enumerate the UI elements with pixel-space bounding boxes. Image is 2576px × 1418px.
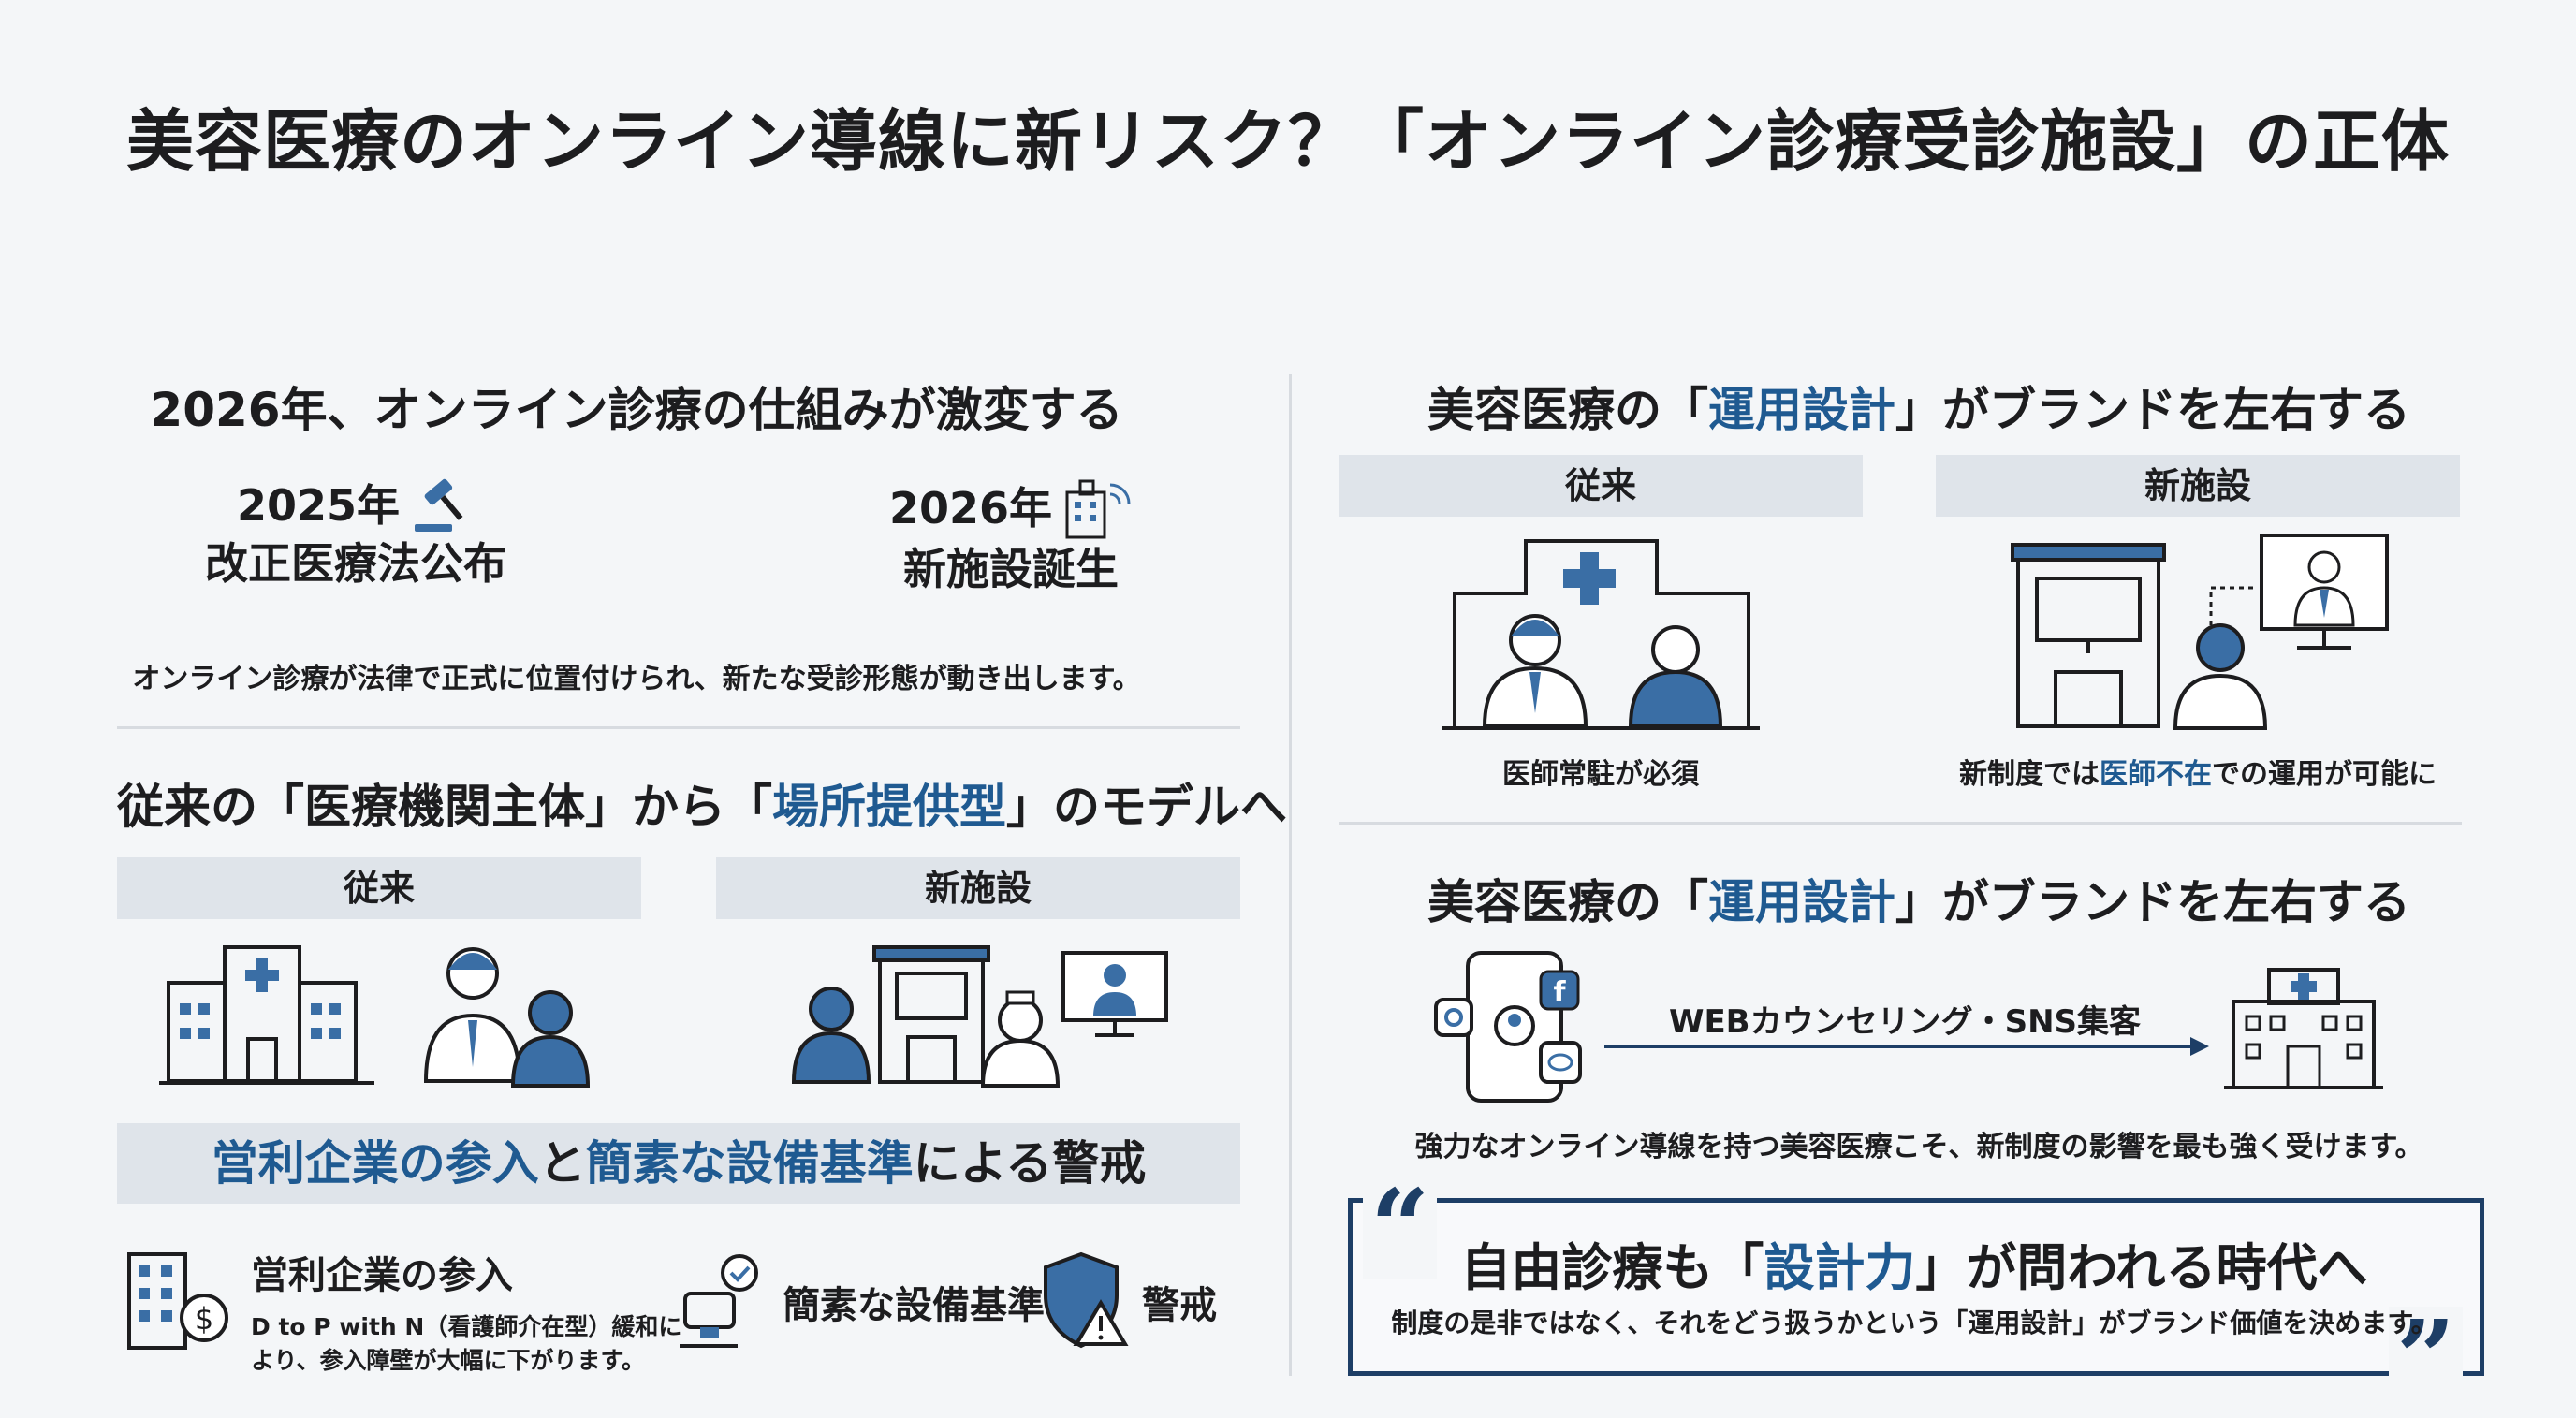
heading-text: 」のモデルへ [1006, 780, 1287, 834]
facility-icon [2011, 543, 2166, 728]
heading-text: 」がブランドを左右する [1895, 383, 2410, 437]
warning-bar: 営利企業の参入と簡素な設備基準による警戒 [117, 1123, 1240, 1204]
old-model-label: 従来 [1339, 455, 1863, 517]
close-quote-mark: ” [2389, 1307, 2464, 1410]
flow-label: WEBカウンセリング・SNS集客 [1668, 1003, 2142, 1041]
milestone-label: 新施設誕生 [903, 544, 1119, 594]
patient-icon [791, 987, 871, 1084]
clinic-doctor-illustration [1442, 539, 1760, 730]
caption-text: での運用が可能に [2212, 758, 2437, 791]
milestone-2025: 2025年 改正医療法公布 [187, 475, 524, 592]
new-model-caption: 新制度では医師不在での運用が可能に [1936, 751, 2460, 792]
caption-text: 新制度では [1959, 758, 2100, 791]
quote-glyph: “ [1370, 1166, 1430, 1287]
heading-text: 従来の「医療機関主体」から「 [117, 780, 772, 834]
facility-nodoctor-illustration [2011, 534, 2389, 730]
milestone-year: 2026年 [888, 483, 1053, 534]
nurse-icon [980, 990, 1061, 1088]
quote-glyph: ” [2396, 1297, 2456, 1418]
section-divider [1339, 822, 2462, 825]
warning-accent: 営利企業の参入 [211, 1136, 539, 1191]
warning-item-title: 営利企業の参入 [251, 1254, 513, 1297]
warning-item-caution: 警戒 [1142, 1284, 1217, 1327]
heading-accent: 運用設計 [1708, 875, 1895, 929]
warning-item-equipment: 簡素な設備基準 [783, 1284, 1045, 1327]
model-heading: 従来の「医療機関主体」から「場所提供型」のモデルへ [117, 769, 1287, 837]
caption-accent: 医師不在 [2100, 758, 2212, 791]
headline-accent: 設計力 [1764, 1238, 1916, 1297]
doctor-icon [1482, 614, 1588, 728]
heading-text: 美容医療の「 [1427, 875, 1708, 929]
heading-text: 」がブランドを左右する [1895, 875, 2410, 929]
flow-caption: 強力なオンライン導線を持つ美容医療こそ、新制度の影響を最も強く受けます。 [1414, 1131, 2423, 1163]
hospital-doctor-illustration [159, 945, 591, 1088]
warning-item-desc: D to P with N（看護師介在型）緩和に [251, 1313, 682, 1340]
old-model-label: 従来 [117, 857, 641, 919]
brand-heading-1: 美容医療の「運用設計」がブランドを左右する [1339, 373, 2499, 440]
column-divider [1289, 374, 1292, 1376]
doctor-icon [423, 947, 522, 1083]
heading-accent: 運用設計 [1708, 383, 1895, 437]
open-quote-mark: “ [1363, 1176, 1438, 1279]
milestone-label: 改正医療法公布 [205, 538, 506, 589]
svg-text:$: $ [195, 1301, 213, 1337]
section-divider [117, 726, 1240, 729]
headline-text: 」が問われる時代へ [1915, 1238, 2368, 1297]
facility-icon [872, 945, 990, 1084]
heading-text: 美容医療の「 [1427, 383, 1708, 437]
warning-item-corporate: 営利企業の参入 D to P with N（看護師介在型）緩和に より、参入障壁… [251, 1245, 682, 1378]
facility-remote-illustration [791, 945, 1168, 1088]
smartphone-sns-icon: f [1434, 951, 1582, 1103]
monitor-doctor-icon [2260, 534, 2389, 650]
conclusion-headline: 自由診療も「設計力」が問われる時代へ [1357, 1226, 2471, 1300]
timeline-heading: 2026年、オンライン診療の仕組みが激変する [150, 383, 1123, 437]
page-title: 美容医療のオンライン導線に新リスク？「オンライン診療受診施設」の正体 [125, 102, 2450, 181]
flow-arrow [1604, 1037, 2209, 1056]
new-model-label: 新施設 [1936, 455, 2460, 517]
heading-accent: 場所提供型 [772, 780, 1006, 834]
hospital-icon [159, 945, 374, 1085]
new-model-label: 新施設 [716, 857, 1240, 919]
patient-icon [1628, 625, 1723, 728]
warning-text: と [538, 1136, 586, 1191]
svg-text:f: f [1553, 976, 1566, 1009]
milestone-2026: 2026年 新施設誕生 [842, 475, 1179, 597]
simple-equipment-icon [680, 1254, 758, 1348]
gavel-icon [415, 478, 463, 532]
clinic-icon [2224, 968, 2383, 1089]
brand-heading-2: 美容医療の「運用設計」がブランドを左右する [1339, 865, 2499, 932]
milestone-year: 2025年 [236, 480, 401, 531]
headline-text: 自由診療も「 [1460, 1238, 1764, 1297]
nurse-icon [2173, 623, 2268, 730]
warning-accent: 簡素な設備基準 [585, 1136, 914, 1191]
old-model-caption: 医師常駐が必須 [1502, 758, 1699, 791]
conclusion-sub: 制度の是非ではなく、それをどう扱うかという「運用設計」がブランド価値を決めます。 [1391, 1308, 2437, 1338]
conclusion-quote-box [1348, 1198, 2484, 1376]
corporate-building-icon: $ [127, 1252, 228, 1350]
warning-item-desc: より、参入障壁が大幅に下がります。 [251, 1347, 646, 1374]
warning-text: による警戒 [913, 1136, 1147, 1191]
building-signal-icon [1065, 479, 1131, 539]
timeline-caption: オンライン診療が法律で正式に位置付けられ、新たな受診形態が動き出します。 [132, 663, 1141, 695]
patient-icon [510, 990, 591, 1088]
monitor-doctor-icon [1061, 951, 1168, 1037]
warning-shield-icon [1044, 1251, 1129, 1349]
